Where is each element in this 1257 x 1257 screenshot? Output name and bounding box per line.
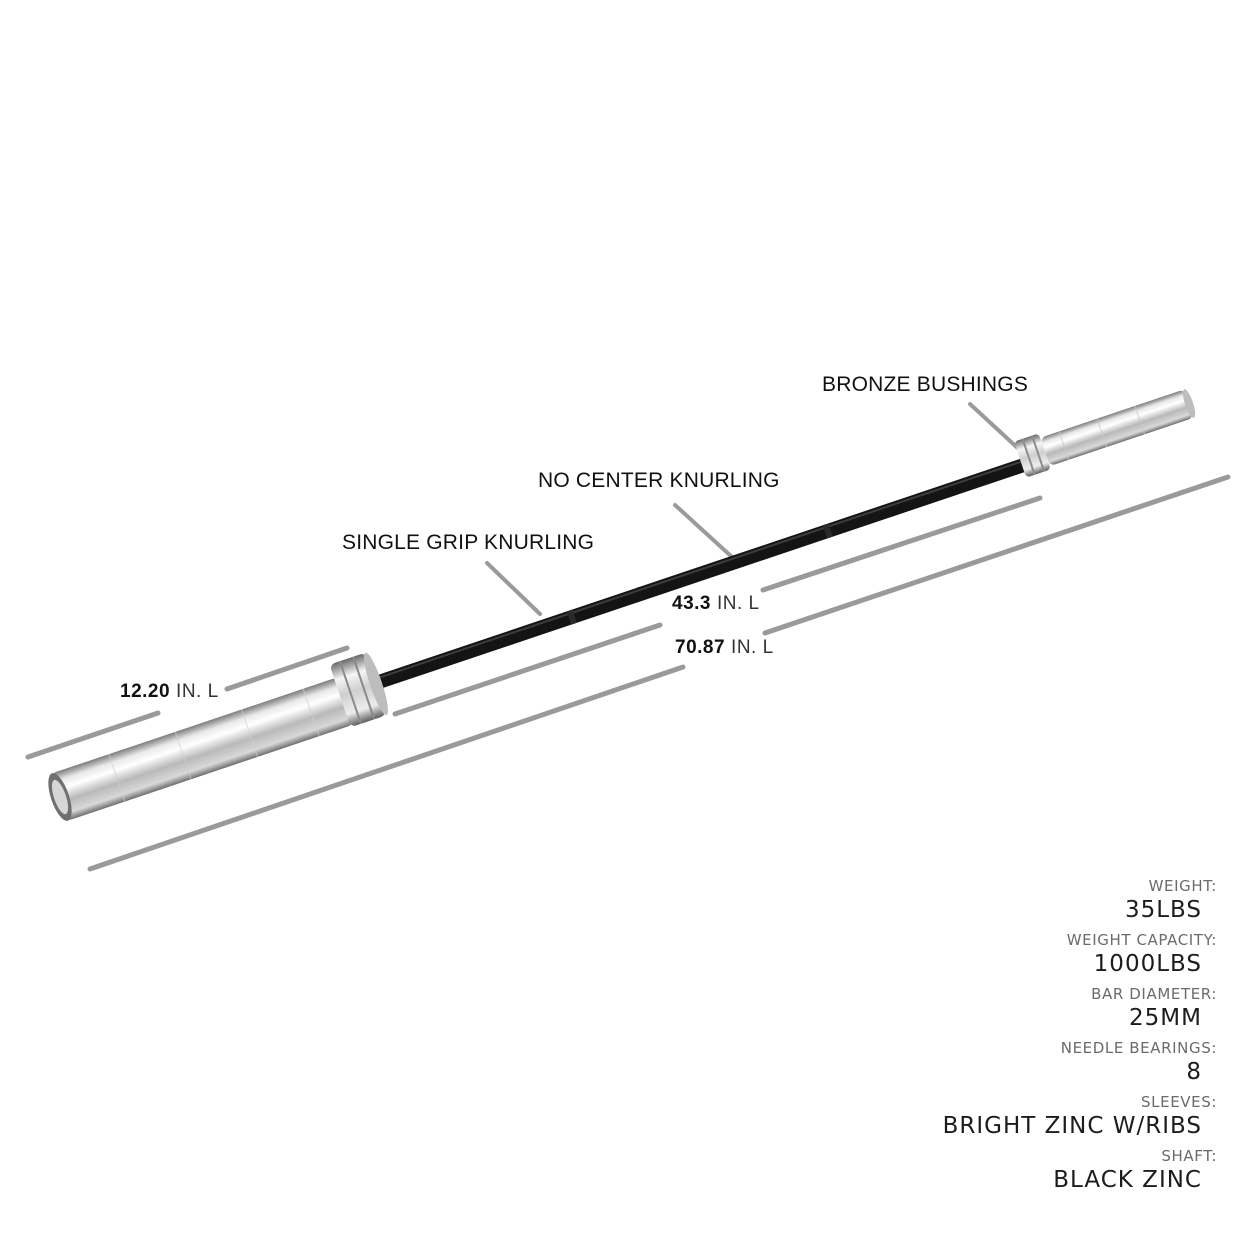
spec-sleeves: SLEEVES: BRIGHT ZINC W/RIBS (842, 1093, 1217, 1141)
spec-label: WEIGHT CAPACITY: (1066, 931, 1217, 949)
sleeve-length-unit: IN. L (176, 681, 219, 702)
spec-bar-diameter: BAR DIAMETER: 25MM (842, 985, 1216, 1033)
spec-label: SHAFT: (1161, 1147, 1217, 1165)
total-dimension-line-upper (762, 474, 1231, 636)
left-collar (331, 652, 388, 726)
spec-label: BAR DIAMETER: (1091, 985, 1217, 1003)
spec-list: WEIGHT: 35LBS WEIGHT CAPACITY: 1000LBS B… (842, 877, 1217, 1201)
no-center-knurling-leader (673, 503, 734, 559)
no-center-knurling-label: NO CENTER KNURLING (538, 469, 780, 492)
bar-shaft (367, 455, 1036, 692)
right-sleeve (1041, 389, 1196, 465)
spec-label: WEIGHT: (1148, 877, 1217, 895)
spec-weight: WEIGHT: 35LBS (842, 877, 1216, 925)
right-collar (1015, 434, 1050, 477)
sleeve-length-value: 12.20 (120, 681, 171, 702)
spec-needle-bearings: NEEDLE BEARINGS: 8 (842, 1039, 1217, 1087)
spec-label: NEEDLE BEARINGS: (1060, 1039, 1217, 1057)
total-dimension-line-lower (87, 664, 686, 872)
shaft-dimension-line-upper (760, 495, 1043, 593)
total-length-value: 70.87 (675, 637, 726, 658)
bronze-bushings-label: BRONZE BUSHINGS (822, 373, 1029, 396)
spec-label: SLEEVES: (1141, 1093, 1217, 1111)
total-length-unit: IN. L (731, 637, 774, 658)
single-grip-knurling-label: SINGLE GRIP KNURLING (342, 531, 595, 554)
shaft-length-unit: IN. L (716, 593, 760, 614)
spec-weight-capacity: WEIGHT CAPACITY: 1000LBS (842, 931, 1217, 979)
sleeve-dimension-line-lower (25, 710, 161, 760)
single-grip-knurling-leader (485, 561, 542, 616)
spec-value: 1000LBS (1093, 951, 1202, 977)
shaft-dimension-line-lower (392, 622, 663, 717)
bronze-bushings-leader (968, 402, 1024, 454)
spec-shaft: SHAFT: BLACK ZINC (842, 1147, 1216, 1195)
shaft-length-value: 43.3 (672, 593, 711, 614)
spec-value: 8 (1186, 1059, 1202, 1085)
left-sleeve (48, 678, 352, 821)
spec-value: BLACK ZINC (1053, 1167, 1202, 1193)
sleeve-dimension-line-upper (224, 645, 350, 692)
spec-value: 25MM (1129, 1005, 1202, 1031)
spec-value: BRIGHT ZINC W/RIBS (942, 1113, 1202, 1139)
spec-value: 35LBS (1124, 897, 1202, 923)
